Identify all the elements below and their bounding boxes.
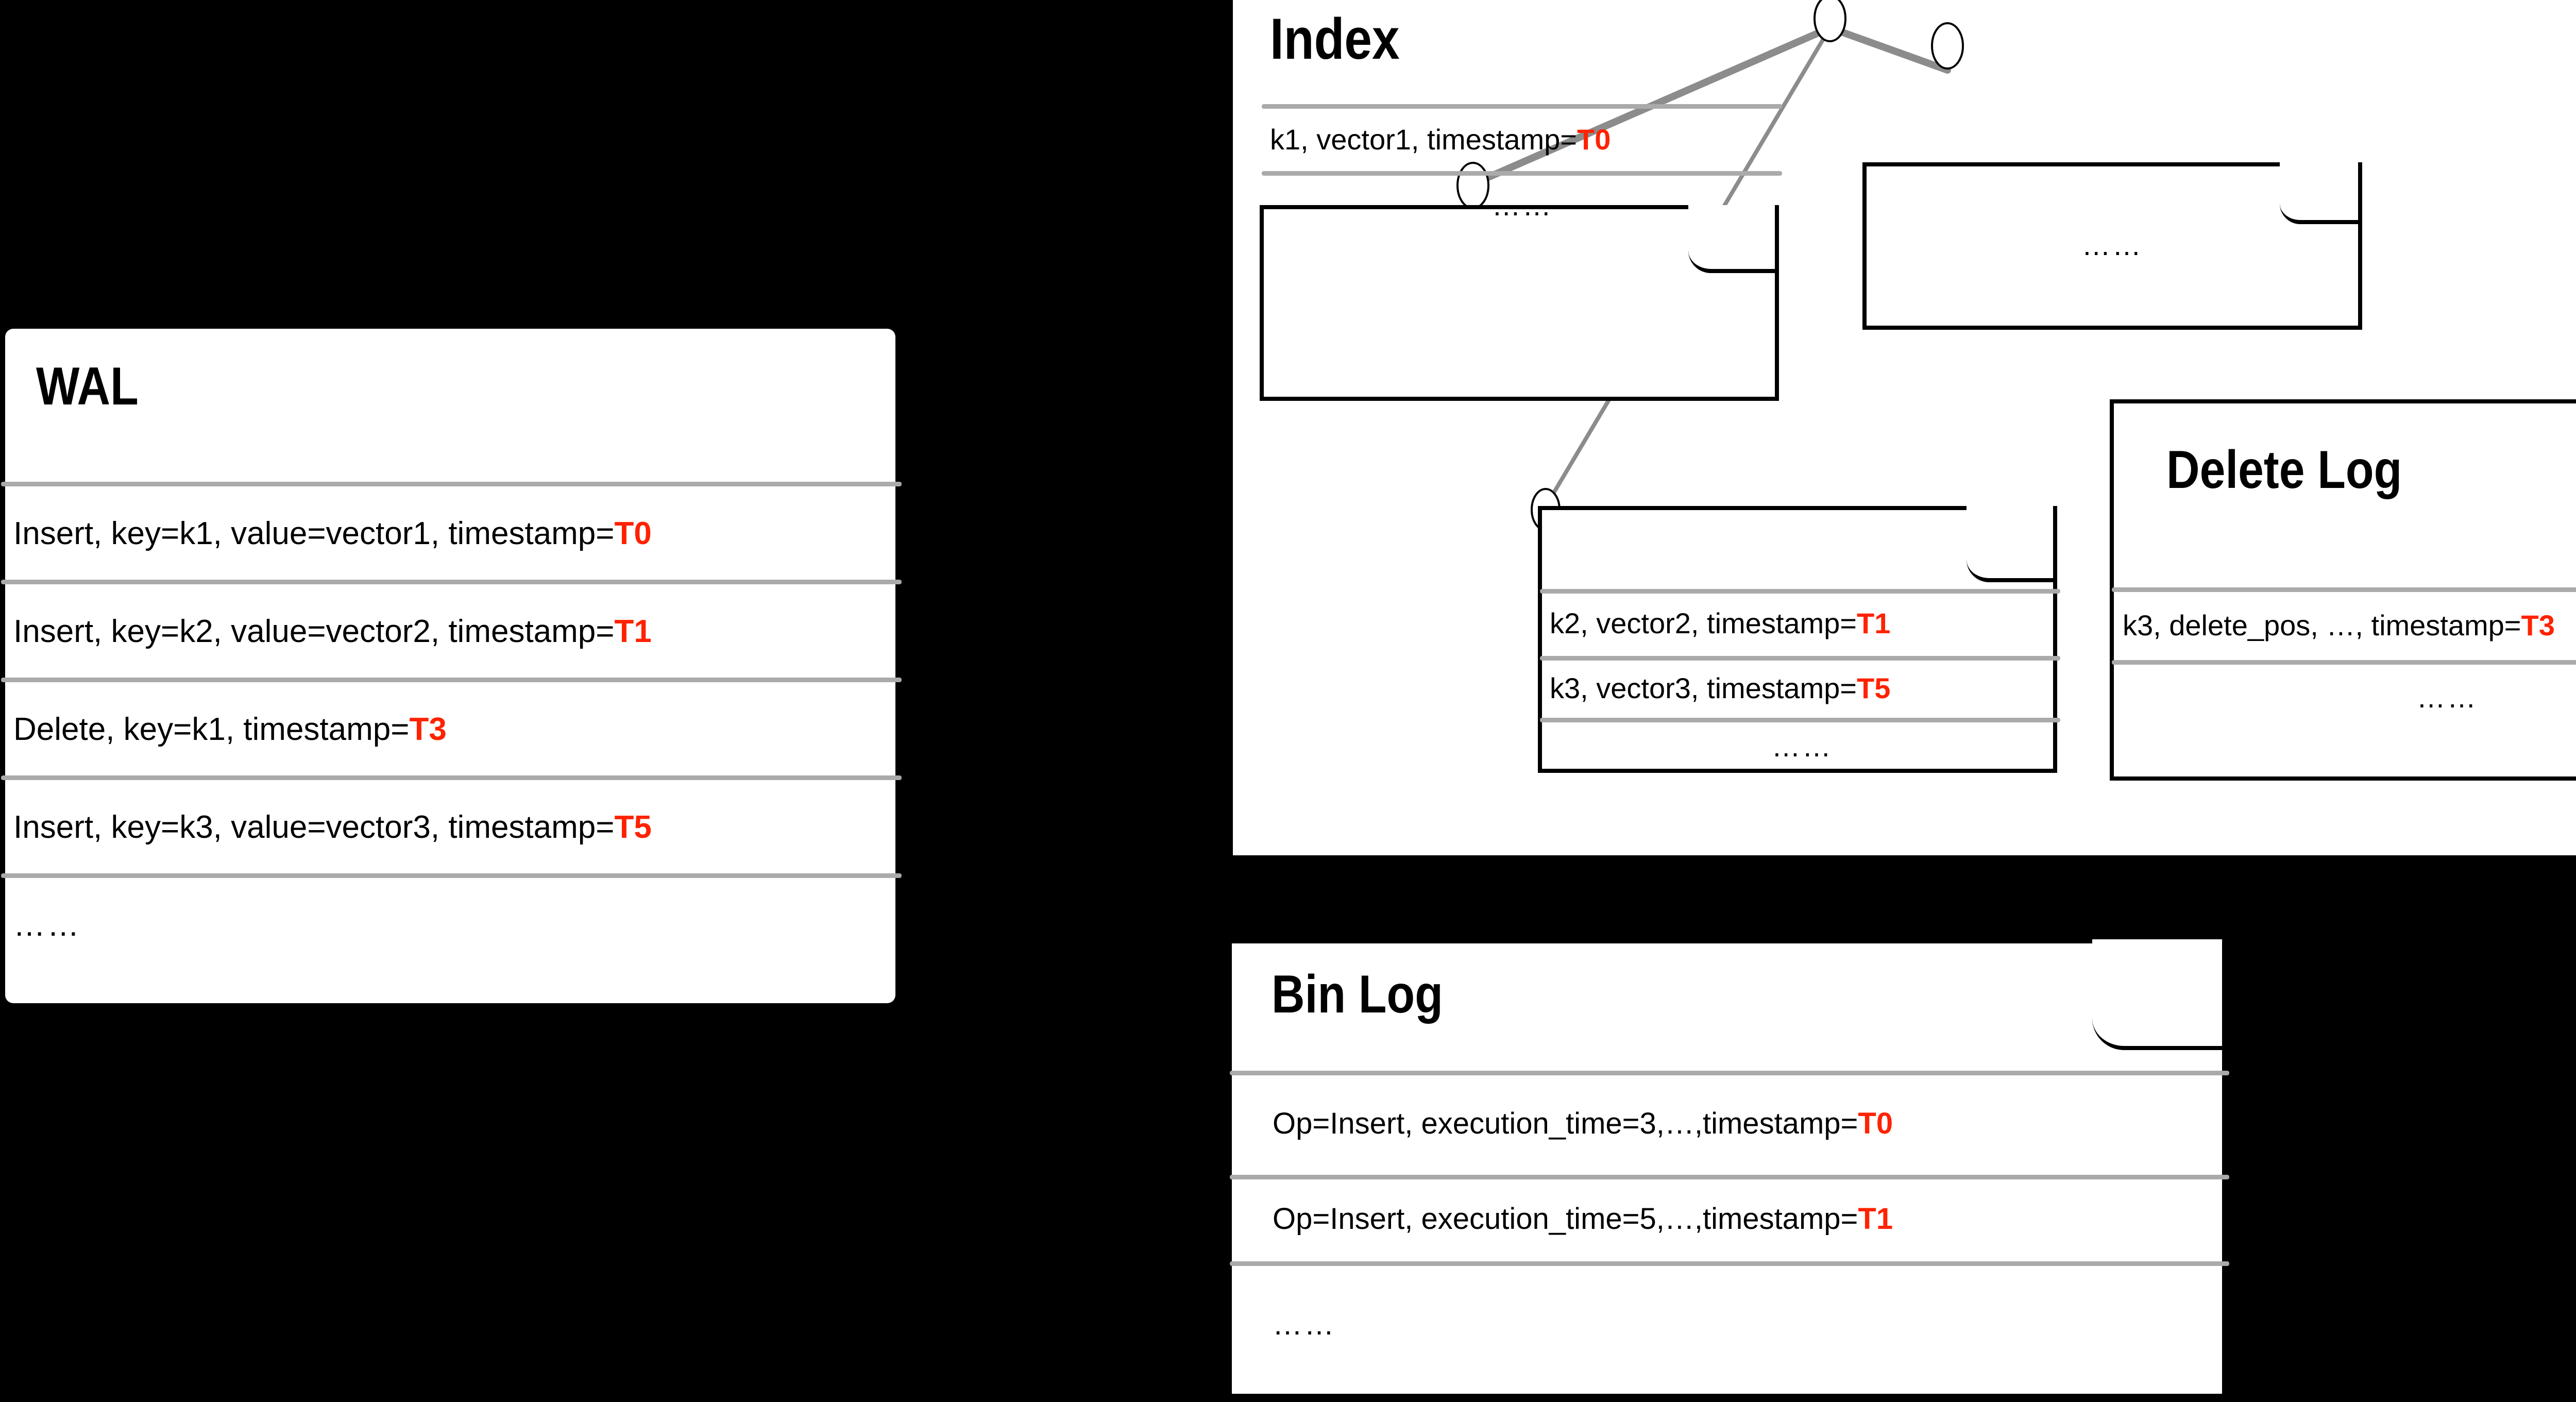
bin-log-row: …… — [1273, 1265, 2210, 1383]
card-body — [1862, 162, 2362, 330]
wal-row: Insert, key=k1, value=vector1, timestamp… — [5, 484, 899, 582]
delete-log-row: k3, delete_pos, …, timestamp=T3 — [2123, 592, 2576, 658]
bin-log-row-timestamp: T0 — [1858, 1106, 1893, 1140]
index-card-row: k2, vector2, timestamp=T1 — [1550, 593, 2055, 653]
bin-log-row-timestamp: T1 — [1858, 1202, 1893, 1236]
index-card-row-timestamp: T0 — [1577, 123, 1611, 156]
index-card-separator — [1262, 104, 1782, 109]
index-card-row-timestamp: T5 — [1857, 672, 1891, 704]
index-card-row: …… — [1550, 720, 2055, 772]
card-fold-corner-icon — [2280, 162, 2362, 224]
bin-log-row-text: …… — [1273, 1307, 1336, 1341]
bin-log-title: Bin Log — [1272, 965, 1443, 1024]
index-card-row-text: …… — [1492, 189, 1553, 222]
wal-row-timestamp: T0 — [614, 515, 652, 551]
index-card-row-text: k1, vector1, timestamp= — [1270, 123, 1578, 156]
wal-separator — [1, 873, 902, 878]
index-card-separator — [1540, 656, 2060, 661]
wal-row-timestamp: T5 — [614, 809, 652, 845]
wal-row: Insert, key=k2, value=vector2, timestamp… — [5, 582, 899, 680]
index-card-row-text: …… — [2081, 228, 2143, 261]
delete-log-row-timestamp: T3 — [2521, 609, 2555, 641]
bin-log-separator — [1230, 1175, 2229, 1179]
wal-panel — [5, 329, 895, 1003]
index-card-row: …… — [1270, 174, 1775, 236]
card-fold-corner-icon — [2092, 939, 2226, 1050]
bin-log-separator — [1230, 1071, 2229, 1075]
wal-row-text: …… — [13, 907, 81, 943]
bin-log-row-text: Op=Insert, execution_time=3,…,timestamp= — [1273, 1106, 1858, 1140]
wal-row-text: Delete, key=k1, timestamp= — [13, 711, 410, 747]
card-body — [1228, 939, 2226, 1398]
wal-row: Delete, key=k1, timestamp=T3 — [5, 680, 899, 778]
index-card-row-timestamp: T1 — [1857, 606, 1891, 639]
bin-log-row: Op=Insert, execution_time=5,…,timestamp=… — [1273, 1179, 2210, 1259]
wal-row-timestamp: T1 — [614, 613, 652, 649]
bin-log-card — [1228, 939, 2226, 1398]
index-card-separator — [1262, 171, 1782, 176]
index-card-row-text: …… — [1771, 730, 1833, 763]
wal-title: WAL — [36, 357, 139, 416]
index-card-row: k3, vector3, timestamp=T5 — [1550, 658, 2055, 718]
wal-separator — [1, 580, 902, 584]
delete-log-row-text: k3, delete_pos, …, timestamp= — [2123, 609, 2521, 641]
card-fold-corner-icon — [1967, 506, 2057, 582]
bin-log-row-text: Op=Insert, execution_time=5,…,timestamp= — [1273, 1202, 1858, 1236]
wal-separator — [1, 482, 902, 486]
delete-log-row: …… — [2123, 664, 2576, 731]
delete-log-title: Delete Log — [2166, 440, 2402, 500]
delete-log-separator — [2112, 587, 2576, 592]
card-fold-corner-icon — [1688, 205, 1779, 273]
wal-row-text: Insert, key=k1, value=vector1, timestamp… — [13, 515, 615, 551]
delete-log-row-text: …… — [2416, 681, 2478, 714]
bin-log-row: Op=Insert, execution_time=3,…,timestamp=… — [1273, 1074, 2210, 1172]
wal-row-text: Insert, key=k3, value=vector3, timestamp… — [13, 809, 615, 845]
index-card-separator — [1540, 589, 2060, 594]
wal-separator — [1, 678, 902, 682]
index-card-row-text: k3, vector3, timestamp= — [1550, 672, 1857, 704]
wal-row: …… — [5, 876, 899, 974]
bin-log-separator — [1230, 1261, 2229, 1266]
index-card-row: …… — [1862, 214, 2362, 276]
wal-row-timestamp: T3 — [409, 711, 447, 747]
index-card-row-text: k2, vector2, timestamp= — [1550, 606, 1857, 639]
wal-row: Insert, key=k3, value=vector3, timestamp… — [5, 778, 899, 876]
index-card-separator — [1540, 718, 2060, 722]
index-title: Index — [1270, 7, 1400, 71]
wal-separator — [1, 775, 902, 780]
index-card-row: k1, vector1, timestamp=T0 — [1270, 108, 1775, 170]
wal-row-text: Insert, key=k2, value=vector2, timestamp… — [13, 613, 615, 649]
index-leaf-card-k1 — [1260, 205, 1779, 401]
delete-log-separator — [2112, 660, 2576, 665]
index-leaf-card-ellipsis — [1862, 162, 2362, 330]
index-leaf-card-k2-k3 — [1538, 506, 2057, 773]
